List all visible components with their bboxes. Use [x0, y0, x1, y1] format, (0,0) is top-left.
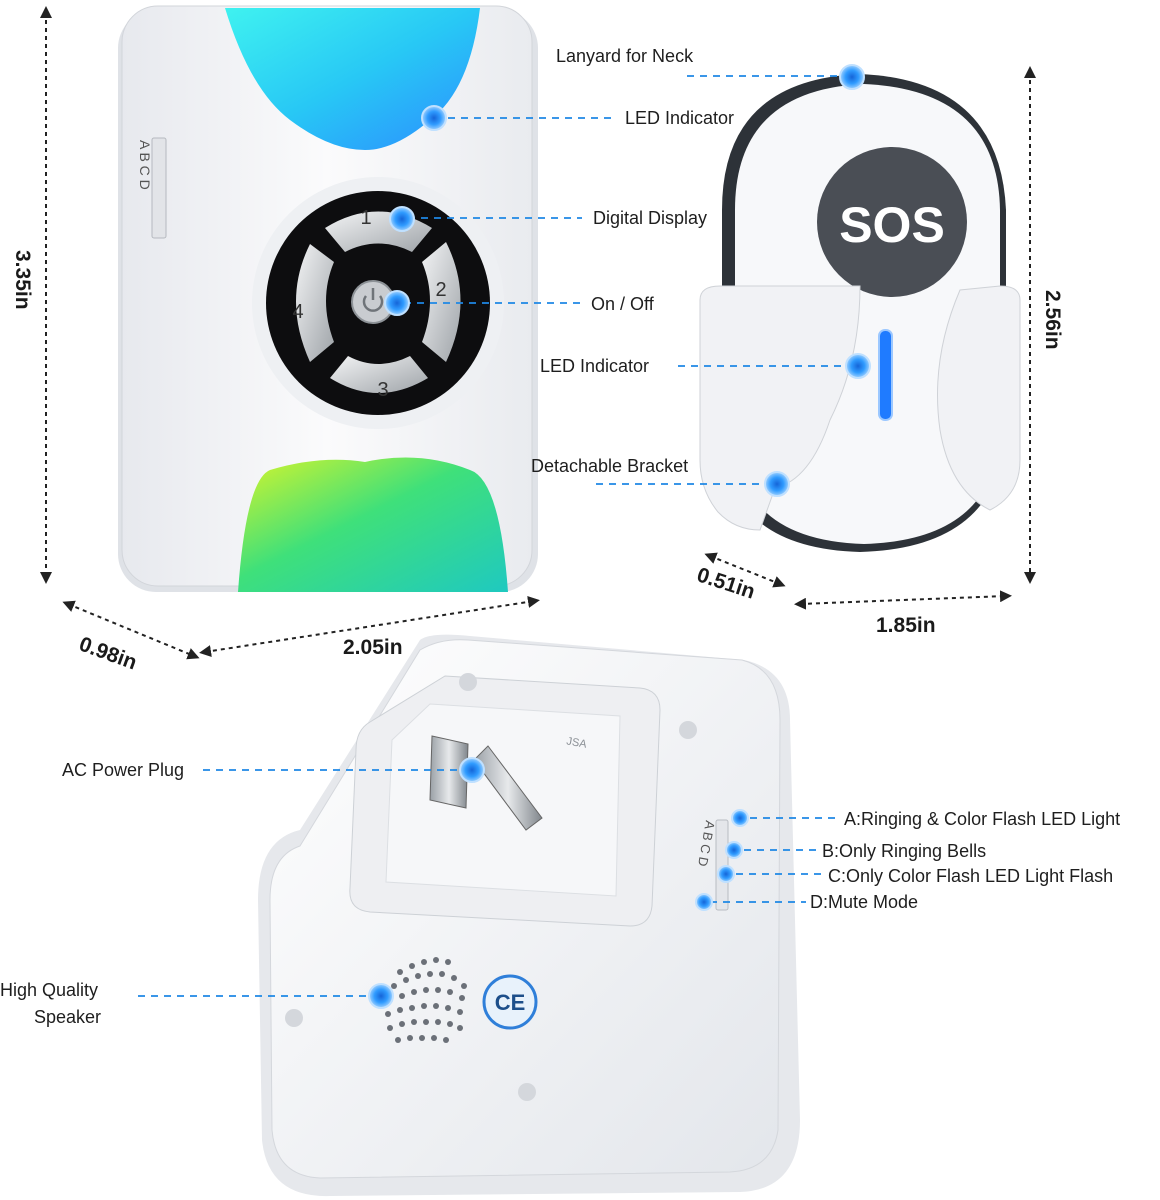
receiver-unit	[118, 5, 538, 592]
callouts	[138, 75, 848, 997]
label-detachable-bracket: Detachable Bracket	[531, 456, 689, 476]
sos-pendant	[699, 74, 1021, 552]
label-led-indicator-receiver: LED Indicator	[625, 108, 735, 128]
label-mode-b: B:Only Ringing Bells	[822, 841, 987, 861]
button-3	[330, 356, 428, 393]
receiver-depth-arrow	[62, 600, 200, 660]
button-2	[422, 242, 461, 362]
dim-button-width: 1.85in	[876, 614, 936, 637]
button-width-arrow	[794, 590, 1012, 610]
speaker-grille	[385, 957, 467, 1043]
button-4-label: 4	[292, 301, 303, 323]
dim-receiver-height: 3.35in	[11, 250, 34, 310]
detachable-bracket	[699, 285, 861, 531]
label-led-indicator-sos: LED Indicator	[540, 356, 650, 376]
ce-mark: CE	[495, 990, 526, 1015]
receiver-back-view	[258, 634, 800, 1197]
plug-prong-left	[429, 735, 469, 809]
plug-prong-right	[473, 745, 543, 831]
label-mode-a: A:Ringing & Color Flash LED Light	[844, 809, 1121, 829]
mode-switch-letters: A B C D	[137, 140, 153, 190]
ce-badge	[482, 974, 538, 1030]
button-2-label: 2	[435, 279, 446, 301]
dim-receiver-width: 2.05in	[343, 636, 403, 659]
sos-led-bar	[878, 329, 893, 421]
bottom-led-panel	[238, 457, 508, 592]
callout-dots	[368, 64, 871, 1009]
sos-button-disc	[817, 147, 967, 297]
sos-text: SOS	[839, 197, 945, 253]
label-on-off: On / Off	[591, 294, 654, 314]
button-3-label: 3	[377, 379, 388, 401]
label-speaker-line2: Speaker	[34, 1007, 102, 1027]
label-digital-display: Digital Display	[593, 208, 708, 228]
label-mode-c: C:Only Color Flash LED Light Flash	[828, 866, 1114, 886]
button-4	[296, 244, 334, 362]
label-lanyard: Lanyard for Neck	[556, 46, 694, 66]
label-mode-d: D:Mute Mode	[810, 892, 919, 912]
top-led-panel	[225, 8, 480, 150]
label-speaker-line1: High Quality	[0, 980, 99, 1000]
plug-mark: JSA	[566, 735, 589, 750]
label-ac-power-plug: AC Power Plug	[62, 760, 185, 780]
dim-button-height: 2.56in	[1041, 290, 1064, 350]
button-1-label: 1	[360, 207, 371, 229]
